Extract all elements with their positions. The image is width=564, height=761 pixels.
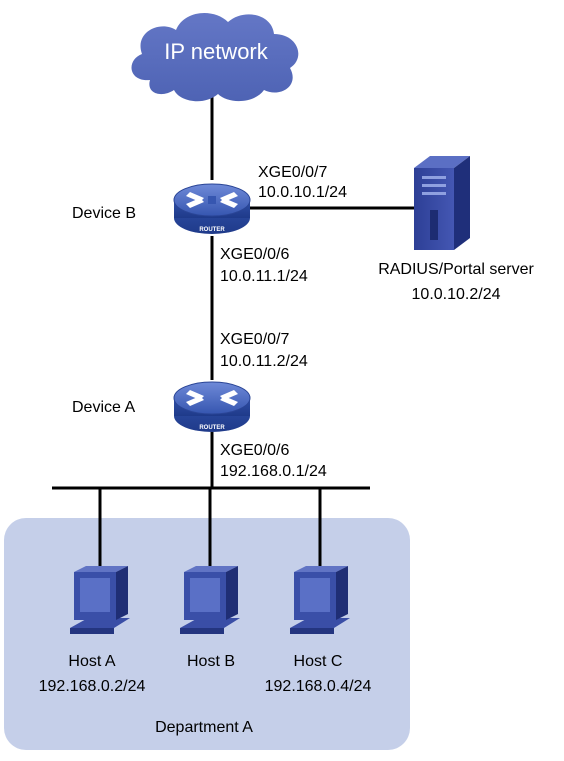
server-label: RADIUS/Portal server <box>378 261 534 278</box>
device-b-label: Device B <box>72 205 137 222</box>
computer-icon <box>290 566 350 634</box>
host-a-ip: 192.168.0.2/24 <box>38 678 146 695</box>
router-a-text: ROUTER <box>199 425 225 431</box>
device-b-port-server-name: XGE0/0/7 <box>258 164 328 181</box>
host-b-name: Host B <box>186 653 236 670</box>
device-a-port-lan-ip: 192.168.0.1/24 <box>220 463 327 480</box>
server-icon <box>414 156 470 250</box>
cloud-label: IP network <box>164 39 268 64</box>
department-label: Department A <box>155 719 253 736</box>
router-icon: ROUTER <box>173 381 251 432</box>
computer-icon <box>70 566 130 634</box>
device-b-port-server-ip: 10.0.10.1/24 <box>258 184 347 201</box>
device-a-port-lan-name: XGE0/0/6 <box>220 442 290 459</box>
cloud-icon <box>131 12 299 102</box>
device-b-port-a-name: XGE0/0/6 <box>220 246 290 263</box>
computer-icon <box>180 566 240 634</box>
router-icon: ROUTER <box>173 183 251 234</box>
host-c-ip: 192.168.0.4/24 <box>264 678 372 695</box>
server-ip: 10.0.10.2/24 <box>411 286 501 303</box>
device-a-port-b-ip: 10.0.11.2/24 <box>220 353 308 370</box>
device-a-port-b-name: XGE0/0/7 <box>220 331 290 348</box>
host-c-name: Host C <box>293 653 343 670</box>
router-b-text: ROUTER <box>199 227 225 233</box>
host-a-name: Host A <box>68 653 116 670</box>
device-b-port-a-ip: 10.0.11.1/24 <box>220 268 308 285</box>
device-a-label: Device A <box>72 399 136 416</box>
